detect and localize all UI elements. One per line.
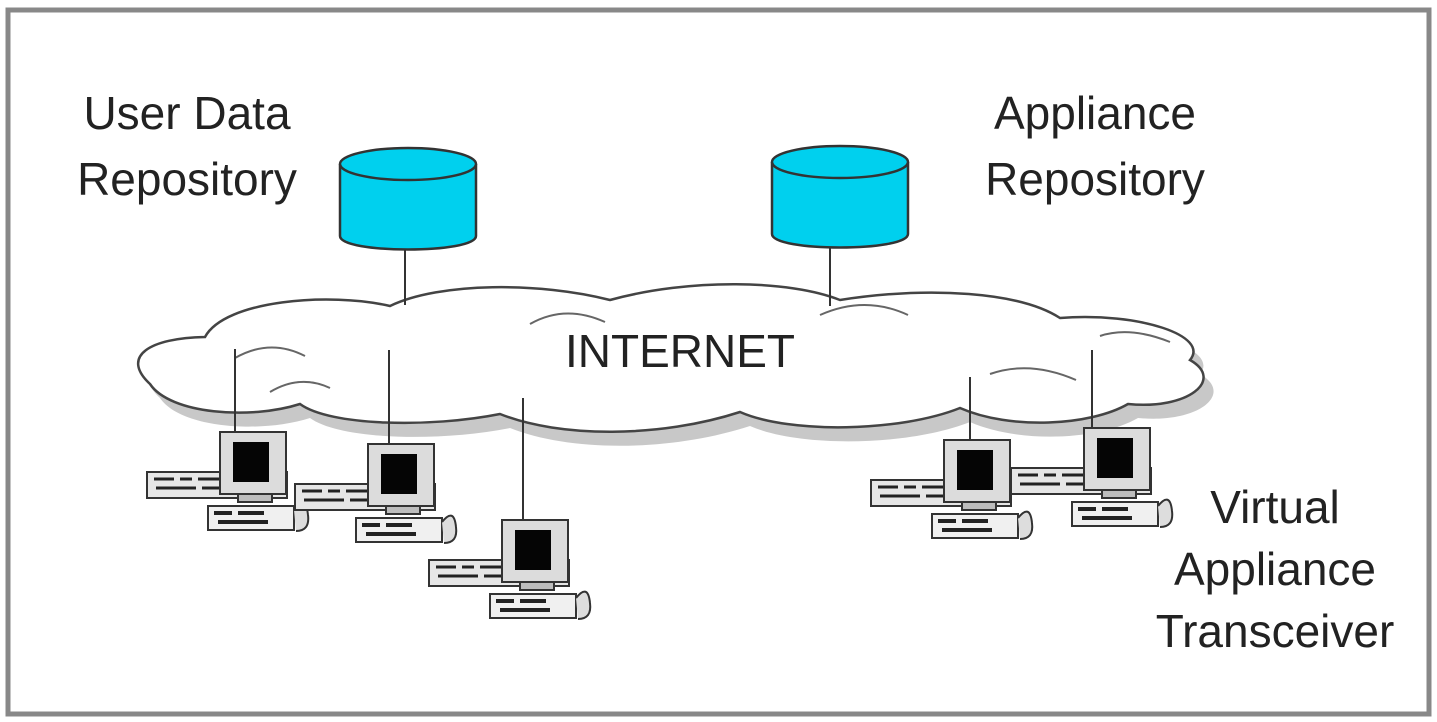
computer-workstation-icon <box>145 430 311 533</box>
appliance-label-line-1: Appliance <box>993 87 1197 139</box>
user-data-repository-icon <box>338 146 478 251</box>
transceiver-label-line-2: Appliance <box>1173 543 1377 595</box>
appliance-repository-label: Appliance Repository <box>945 80 1245 212</box>
transceiver-label-line-1: Virtual <box>1210 481 1340 533</box>
user-data-label-line-1: User Data <box>83 87 291 139</box>
frame-border <box>5 7 1432 717</box>
virtual-appliance-transceiver-label: Virtual Appliance Transceiver <box>1130 476 1420 662</box>
computer-workstation-icon <box>293 442 459 545</box>
appliance-repository-icon <box>770 144 910 249</box>
internet-label: INTERNET <box>565 325 795 377</box>
appliance-label-line-2: Repository <box>985 153 1205 205</box>
computer-workstation-icon <box>869 438 1035 541</box>
user-data-label-line-2: Repository <box>77 153 297 205</box>
user-data-repository-label: User Data Repository <box>42 80 332 212</box>
transceiver-label-line-3: Transceiver <box>1155 605 1395 657</box>
cloud-icon <box>136 283 1205 433</box>
